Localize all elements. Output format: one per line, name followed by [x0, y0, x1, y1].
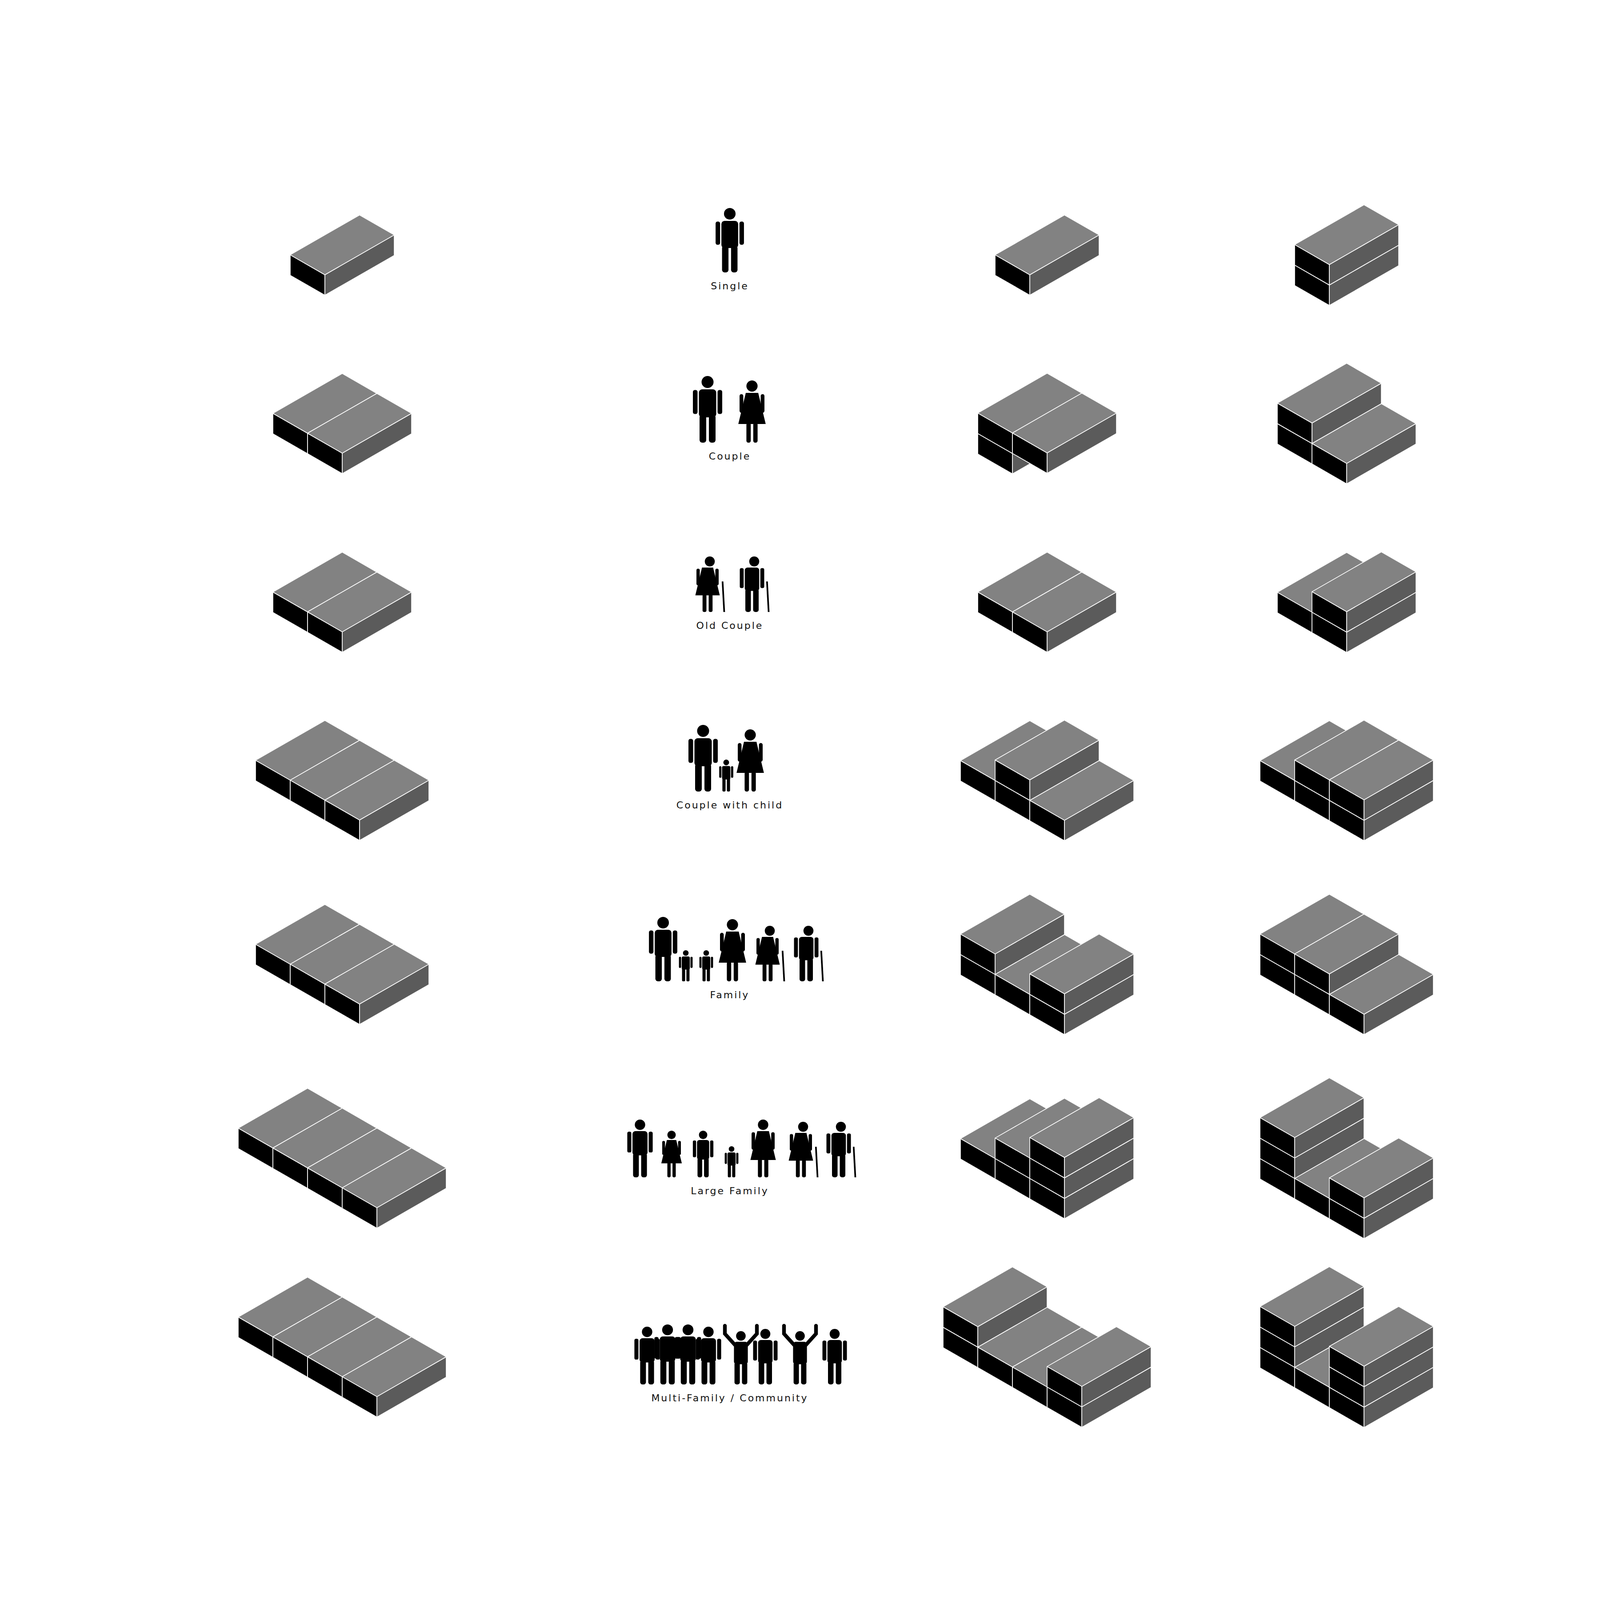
block-face [307, 572, 412, 632]
block-face [1329, 740, 1434, 800]
block-face [1012, 393, 1117, 453]
household-label: Large Family [627, 1184, 832, 1198]
household-label: Old Couple [627, 619, 832, 633]
block-stack [943, 1267, 1152, 1428]
block-stack [1260, 1266, 1434, 1428]
person-icon [627, 1119, 653, 1178]
household-label: Couple [627, 449, 832, 464]
person-icon [755, 925, 785, 982]
person-icon [679, 950, 693, 982]
block-face [1294, 204, 1399, 265]
block-stack [1294, 204, 1399, 306]
person-icon [692, 376, 723, 443]
block-face [1012, 572, 1117, 632]
block-stack [1260, 1077, 1434, 1239]
person-icon [654, 1324, 681, 1385]
person-icon [661, 1130, 682, 1178]
block-stack [960, 894, 1134, 1035]
block-face [1260, 1077, 1364, 1138]
block-stack [272, 373, 412, 474]
person-icon [695, 1326, 721, 1385]
person-icon [724, 1325, 757, 1385]
block-stack [272, 552, 412, 652]
person-icon [648, 916, 678, 982]
block-face [1294, 914, 1399, 974]
block-face [995, 720, 1100, 780]
block-face [1260, 1266, 1364, 1327]
person-icon [784, 1325, 816, 1385]
block-stack [238, 1277, 447, 1418]
household-label: Family [627, 988, 832, 1002]
block-face [1329, 1306, 1434, 1367]
block-face [324, 944, 429, 1004]
person-icon [695, 556, 725, 612]
block-stack [977, 373, 1117, 474]
person-icon [699, 950, 714, 982]
person-icon [719, 759, 734, 792]
person-icon [740, 556, 769, 612]
block-stack [960, 720, 1134, 841]
block-face [995, 215, 1100, 275]
person-icon [738, 380, 766, 443]
person-icon [750, 1119, 776, 1178]
block-stack [255, 904, 429, 1025]
block-face [342, 1336, 447, 1397]
person-icon [753, 1328, 778, 1385]
person-icon [788, 1121, 818, 1178]
household-label: Multi-Family / Community [627, 1391, 832, 1405]
block-stack [290, 215, 395, 296]
household-label: Couple with child [627, 798, 832, 812]
block-face [960, 894, 1065, 954]
block-face [1047, 1326, 1152, 1387]
block-face [1329, 1138, 1434, 1198]
person-icon [826, 1121, 856, 1178]
block-stack [977, 552, 1117, 652]
person-icon [634, 1326, 660, 1385]
block-stack [1277, 363, 1416, 484]
person-icon [724, 1146, 739, 1178]
block-face [1277, 363, 1382, 423]
person-icon [674, 1324, 701, 1385]
person-icon [718, 919, 747, 982]
person-icon [736, 729, 764, 792]
block-face [1312, 552, 1416, 612]
block-face [307, 393, 412, 453]
person-icon [715, 208, 744, 273]
block-face [943, 1267, 1048, 1327]
person-icon [822, 1328, 848, 1385]
block-stack [960, 1097, 1134, 1219]
block-stack [1260, 720, 1434, 841]
block-stack [995, 215, 1100, 296]
block-stack [1277, 552, 1416, 653]
person-icon [688, 724, 718, 792]
block-face [1029, 934, 1134, 994]
person-icon [692, 1130, 714, 1178]
block-face [1029, 1097, 1134, 1158]
block-stack [238, 1088, 447, 1229]
block-face [290, 215, 395, 275]
block-face [342, 1148, 447, 1208]
block-stack [255, 720, 429, 841]
block-stack [1260, 894, 1434, 1035]
household-label: Single [627, 279, 832, 293]
person-icon [794, 925, 824, 982]
block-face [324, 760, 429, 820]
